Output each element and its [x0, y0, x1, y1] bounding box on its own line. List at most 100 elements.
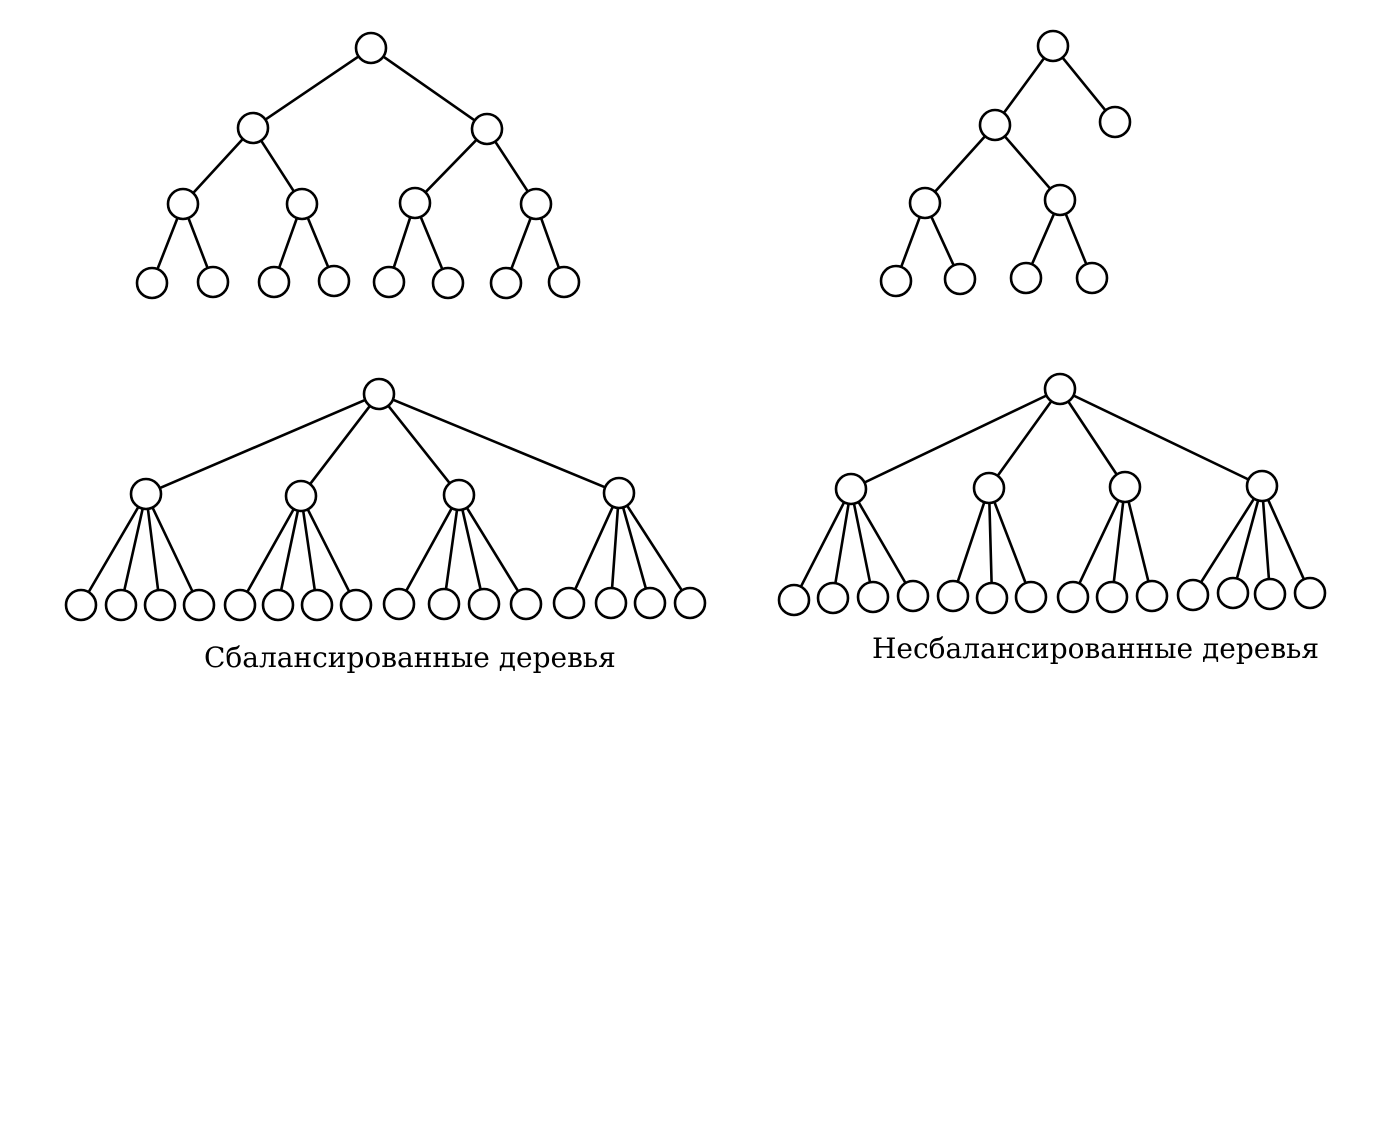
tree-edge — [857, 500, 907, 585]
tree-node — [602, 476, 636, 510]
tree-node — [1009, 261, 1043, 295]
tree-node — [552, 586, 586, 620]
tree-node — [633, 586, 667, 620]
tree-balanced-binary — [135, 31, 581, 300]
tree-edge — [158, 398, 367, 490]
tree-node — [104, 588, 138, 622]
tree-edge — [87, 505, 140, 594]
tree-node — [673, 586, 707, 620]
tree-edge — [1078, 499, 1120, 585]
tree-edge — [306, 216, 330, 269]
tree-edge — [1199, 497, 1256, 584]
tree-edge — [852, 502, 872, 584]
tree-edge — [539, 216, 561, 270]
tree-node — [1095, 580, 1129, 614]
tree-node — [777, 583, 811, 617]
tree-node — [1216, 576, 1250, 610]
tree-edge — [279, 509, 300, 592]
tree-edge — [419, 215, 444, 271]
tree-edge — [1112, 500, 1125, 584]
tree-edge — [392, 215, 412, 270]
tree-edge — [156, 216, 179, 271]
tree-edge — [306, 508, 351, 593]
tree-edge — [834, 502, 850, 585]
tree-edge — [1266, 498, 1306, 581]
tree-edge — [929, 215, 956, 267]
tree-edge — [933, 134, 987, 194]
tree-node — [489, 266, 523, 300]
tree-edge — [146, 507, 160, 592]
tree-node — [1293, 576, 1327, 610]
tree-edge — [461, 508, 482, 591]
caption-unbalanced-trees: Несбалансированные деревья — [872, 632, 1320, 665]
tree-edge — [1030, 212, 1056, 266]
tree-edge — [1003, 135, 1052, 190]
tree-edge — [259, 139, 296, 193]
tree-edge — [381, 55, 477, 122]
tree-edge — [264, 55, 360, 121]
tree-node — [943, 262, 977, 296]
tree-node — [1075, 261, 1109, 295]
tree-edge — [301, 509, 317, 592]
tree-node — [908, 186, 942, 220]
tree-root-node — [1043, 372, 1077, 406]
tree-edge — [1064, 212, 1088, 266]
tree-edge — [246, 507, 296, 594]
tree-edge — [509, 216, 533, 271]
tree-node — [879, 264, 913, 298]
tree-node — [135, 266, 169, 300]
tree-edge — [625, 504, 684, 592]
tree-edge — [424, 138, 478, 194]
tree-edge — [993, 500, 1027, 585]
tree-edge — [1002, 56, 1046, 115]
tree-edge — [404, 506, 454, 593]
tree-edge — [956, 500, 986, 584]
tree-node — [236, 111, 270, 145]
tree-node — [972, 471, 1006, 505]
tree-edge — [610, 506, 620, 590]
tree-node — [978, 108, 1012, 142]
tree-edge — [386, 404, 452, 485]
tree-unbalanced-quaternary — [777, 372, 1327, 617]
tree-edge — [988, 501, 993, 585]
tree-node — [143, 588, 177, 622]
tree-edge — [573, 505, 615, 591]
tree-node — [372, 265, 406, 299]
tree-edge — [191, 137, 245, 195]
tree-root-node — [354, 31, 388, 65]
tree-node — [166, 187, 200, 221]
tree-edge — [899, 215, 922, 269]
tree-root-node — [1036, 29, 1070, 63]
tree-node — [223, 588, 257, 622]
tree-node — [261, 588, 295, 622]
tree-node — [1056, 580, 1090, 614]
tree-node — [284, 479, 318, 513]
tree-node — [317, 264, 351, 298]
tree-node — [470, 112, 504, 146]
tree-edge — [1061, 56, 1107, 112]
tree-node — [1245, 469, 1279, 503]
tree-node — [1098, 105, 1132, 139]
tree-edge — [444, 508, 459, 591]
tree-node — [427, 587, 461, 621]
tree-node — [467, 587, 501, 621]
tree-node — [339, 588, 373, 622]
tree-node — [1014, 580, 1048, 614]
tree-node — [382, 587, 416, 621]
tree-node — [975, 581, 1009, 615]
tree-node — [285, 187, 319, 221]
tree-edge — [996, 399, 1053, 478]
tree-root-node — [362, 377, 396, 411]
tree-node — [1253, 577, 1287, 611]
tree-balanced-quaternary — [64, 377, 707, 622]
tree-edge — [465, 506, 520, 593]
tree-edge — [187, 216, 209, 270]
tree-node — [1176, 578, 1210, 612]
tree-edge — [493, 140, 530, 193]
tree-node — [129, 477, 163, 511]
tree-node — [856, 580, 890, 614]
tree-node — [519, 187, 553, 221]
tree-edge — [1127, 500, 1150, 583]
tree-node — [64, 588, 98, 622]
